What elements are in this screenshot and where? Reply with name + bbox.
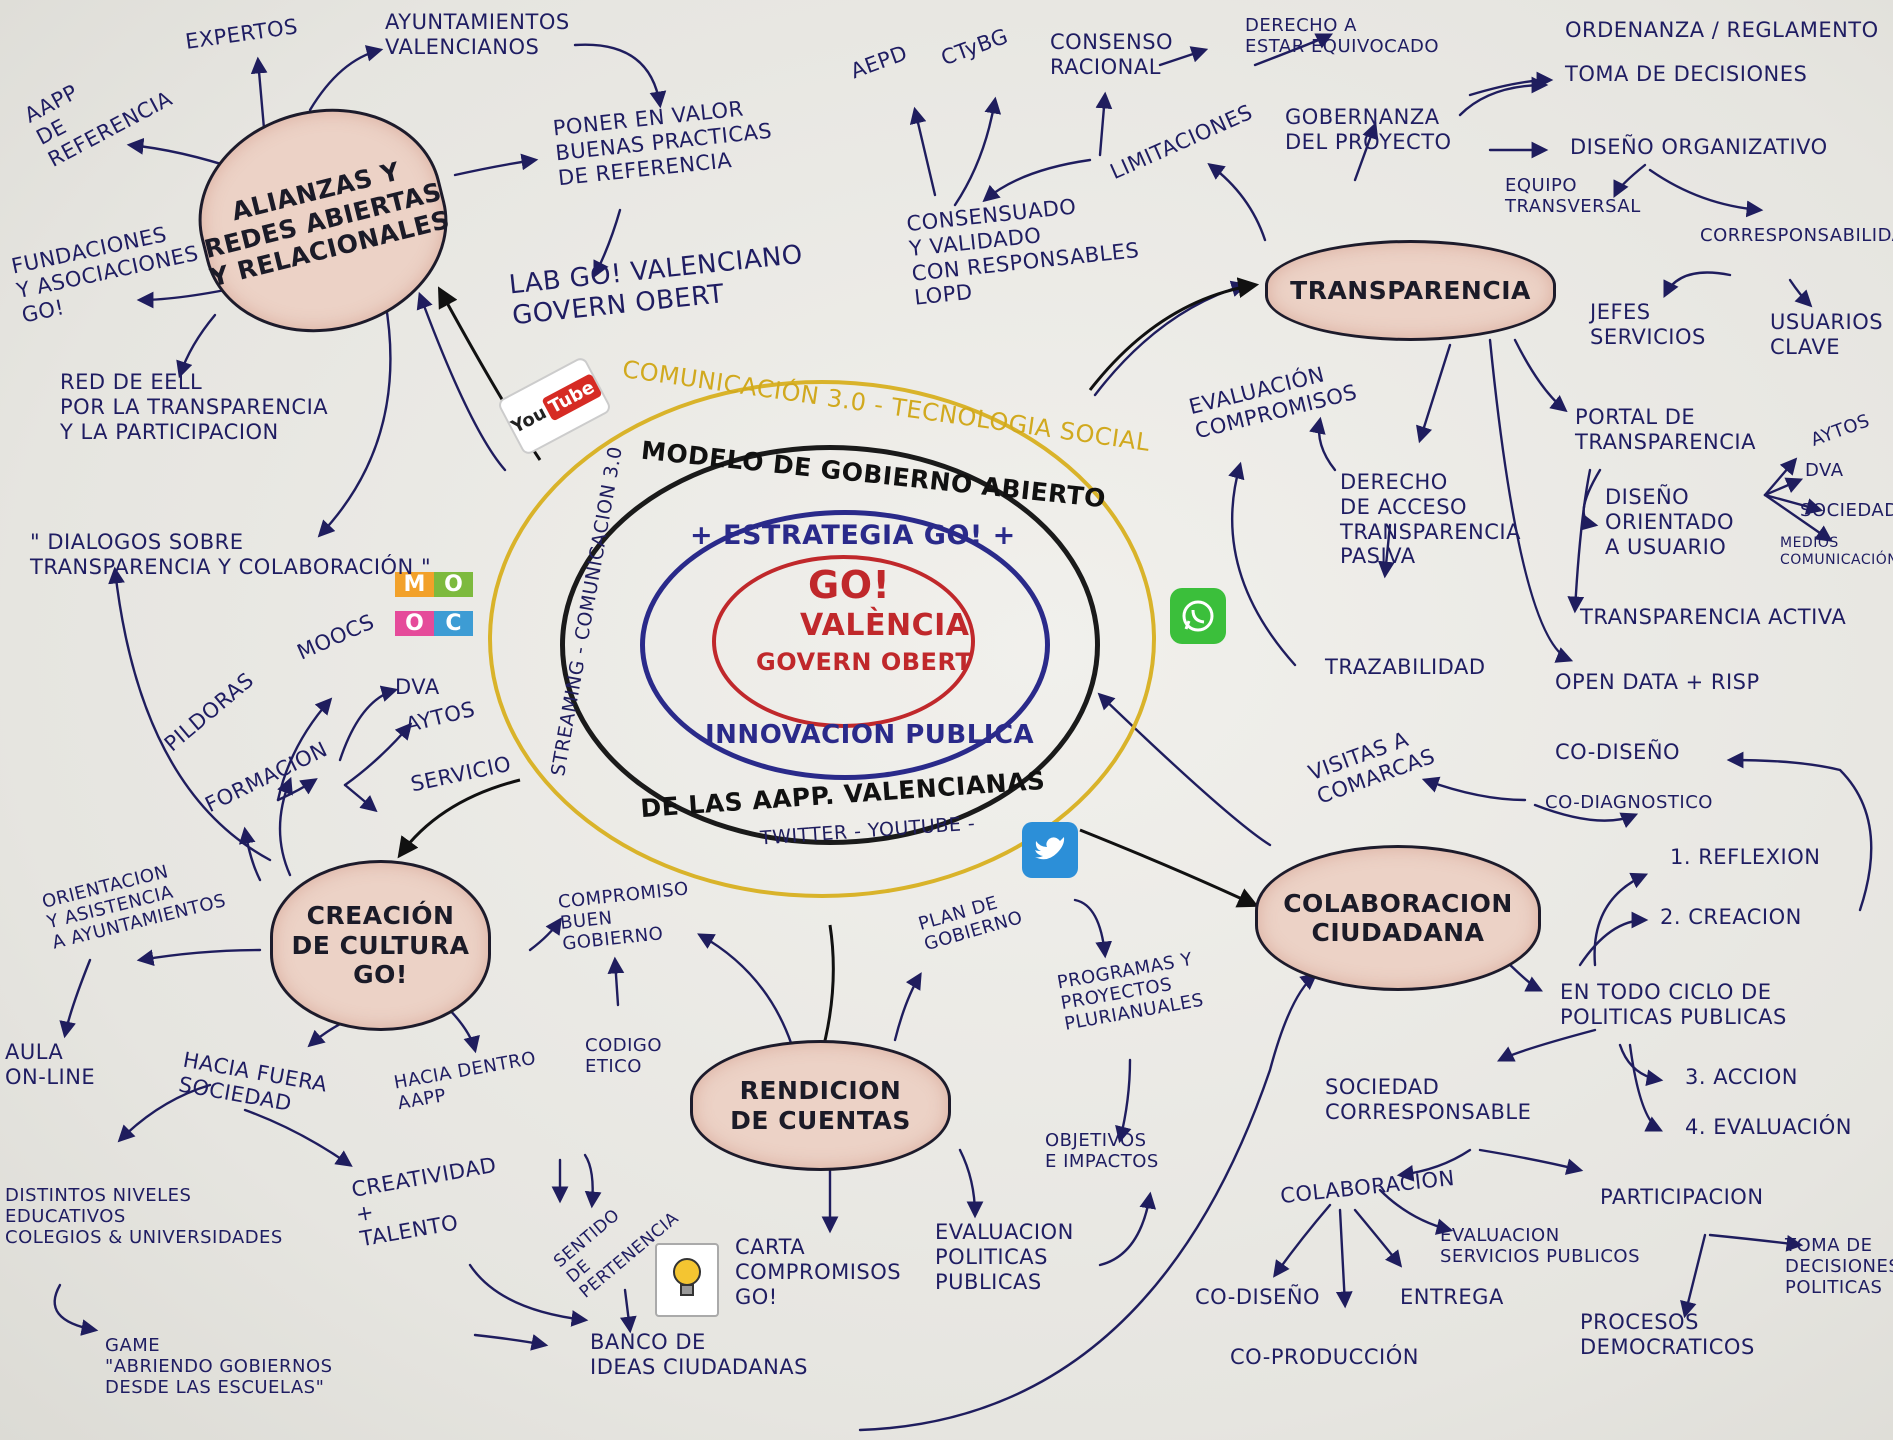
label-codigo: CODIGO ETICO xyxy=(585,1035,663,1078)
label-game: GAME "ABRIENDO GOBIERNOS DESDE LAS ESCUE… xyxy=(105,1335,333,1399)
label-sociedad-r: SOCIEDAD xyxy=(1800,500,1893,521)
label-derecho-equivocado: DERECHO A ESTAR EQUIVOCADO xyxy=(1245,15,1440,58)
cloud-creacion-label: CREACIÓN DE CULTURA GO! xyxy=(291,901,470,990)
label-codiseno-bottom: CO-DISEÑO xyxy=(1195,1285,1321,1309)
label-toma-decisiones-politicas: TOMA DE DECISIONES POLITICAS xyxy=(1785,1235,1893,1299)
label-ayuntamientos: AYUNTAMIENTOS VALENCIANOS xyxy=(385,10,570,59)
cloud-alianzas-label: ALIANZAS Y REDES ABIERTAS Y RELACIONALES xyxy=(201,156,453,293)
blue-ring xyxy=(640,510,1050,780)
cloud-creacion: CREACIÓN DE CULTURA GO! xyxy=(270,860,491,1031)
label-participacion: PARTICIPACION xyxy=(1600,1185,1764,1209)
label-corresponsab: CORRESPONSABILIDAD xyxy=(1700,225,1893,246)
label-carta: CARTA COMPROMISOS GO! xyxy=(735,1235,902,1309)
ring-blue-top-text: + ESTRATEGIA GO! + xyxy=(690,520,1016,551)
label-equipo: EQUIPO TRANSVERSAL xyxy=(1505,175,1641,218)
label-niveles: DISTINTOS NIVELES EDUCATIVOS COLEGIOS & … xyxy=(5,1185,283,1249)
label-compromiso: COMPROMISO BUEN GOBIERNO xyxy=(557,878,690,956)
cloud-transparencia: TRANSPARENCIA xyxy=(1265,240,1556,341)
lightbulb-icon xyxy=(655,1243,719,1317)
label-dva-l: DVA xyxy=(395,675,440,699)
label-dialogos: " DIALOGOS SOBRE TRANSPARENCIA Y COLABOR… xyxy=(30,530,432,579)
label-usuarios: USUARIOS CLAVE xyxy=(1770,310,1884,359)
label-coproduccion: CO-PRODUCCIÓN xyxy=(1230,1345,1419,1369)
label-consenso: CONSENSO RACIONAL xyxy=(1050,30,1174,79)
label-creacion-step: 2. CREACION xyxy=(1660,905,1802,929)
label-dva-r: DVA xyxy=(1805,460,1844,481)
label-todo-ciclo: EN TODO CICLO DE POLITICAS PUBLICAS xyxy=(1560,980,1787,1029)
outer-ring xyxy=(488,380,1156,898)
label-portal: PORTAL DE TRANSPARENCIA xyxy=(1575,405,1756,454)
cloud-transparencia-label: TRANSPARENCIA xyxy=(1290,275,1531,305)
label-ordenanza: ORDENANZA / REGLAMENTO xyxy=(1565,18,1879,42)
label-objetivos: OBJETIVOS E IMPACTOS xyxy=(1045,1130,1159,1173)
red-ring xyxy=(712,555,975,728)
label-procesos: PROCESOS DEMOCRATICOS xyxy=(1580,1310,1755,1359)
core-line-1: GO! xyxy=(808,563,891,607)
label-evaluacion-politicas: EVALUACION POLITICAS PUBLICAS xyxy=(935,1220,1074,1294)
label-trazabilidad: TRAZABILIDAD xyxy=(1325,655,1486,679)
black-ring xyxy=(560,445,1100,845)
label-sociedad-corr: SOCIEDAD CORRESPONSABLE xyxy=(1325,1075,1532,1124)
cloud-colaboracion-label: COLABORACION CIUDADANA xyxy=(1283,888,1513,948)
cloud-rendicion-label: RENDICION DE CUENTAS xyxy=(730,1076,911,1135)
ring-blue-bottom-text: INNOVACION PUBLICA xyxy=(705,720,1035,750)
cloud-colaboracion: COLABORACION CIUDADANA xyxy=(1255,845,1541,991)
label-aula: AULA ON-LINE xyxy=(5,1040,96,1089)
label-toma-decisiones-top: TOMA DE DECISIONES xyxy=(1565,62,1808,86)
label-red-eell: RED DE EELL POR LA TRANSPARENCIA Y LA PA… xyxy=(60,370,329,444)
label-codiseno-top: CO-DISEÑO xyxy=(1555,740,1681,764)
label-reflexion: 1. REFLEXION xyxy=(1670,845,1821,869)
label-entrega: ENTREGA xyxy=(1400,1285,1504,1309)
label-evaluacion-step: 4. EVALUACIÓN xyxy=(1685,1115,1852,1139)
label-evaluacion-serv: EVALUACION SERVICIOS PUBLICOS xyxy=(1440,1225,1641,1268)
label-diseno-org: DISEÑO ORGANIZATIVO xyxy=(1570,135,1828,159)
cloud-rendicion: RENDICION DE CUENTAS xyxy=(690,1040,951,1171)
label-derecho-acceso: DERECHO DE ACCESO TRANSPARENCIA PASIVA xyxy=(1340,470,1521,569)
label-banco: BANCO DE IDEAS CIUDADANAS xyxy=(590,1330,808,1379)
label-medios: MEDIOS COMUNICACIÓN xyxy=(1780,535,1893,568)
label-transp-activa: TRANSPARENCIA ACTIVA xyxy=(1580,605,1847,629)
core-line-3: GOVERN OBERT xyxy=(756,648,973,676)
label-diseno-usuario: DISEÑO ORIENTADO A USUARIO xyxy=(1605,485,1735,559)
label-open-data: OPEN DATA + RISP xyxy=(1555,670,1760,694)
label-codiagnostico: CO-DIAGNOSTICO xyxy=(1545,792,1713,813)
label-jefes: JEFES SERVICIOS xyxy=(1590,300,1706,349)
core-line-2: VALÈNCIA xyxy=(800,608,970,643)
twitter-icon xyxy=(1022,822,1078,878)
label-accion: 3. ACCION xyxy=(1685,1065,1798,1089)
mooc-logo: M O O C xyxy=(395,565,473,643)
whatsapp-icon xyxy=(1170,588,1226,644)
label-gobernanza: GOBERNANZA DEL PROYECTO xyxy=(1285,105,1452,154)
